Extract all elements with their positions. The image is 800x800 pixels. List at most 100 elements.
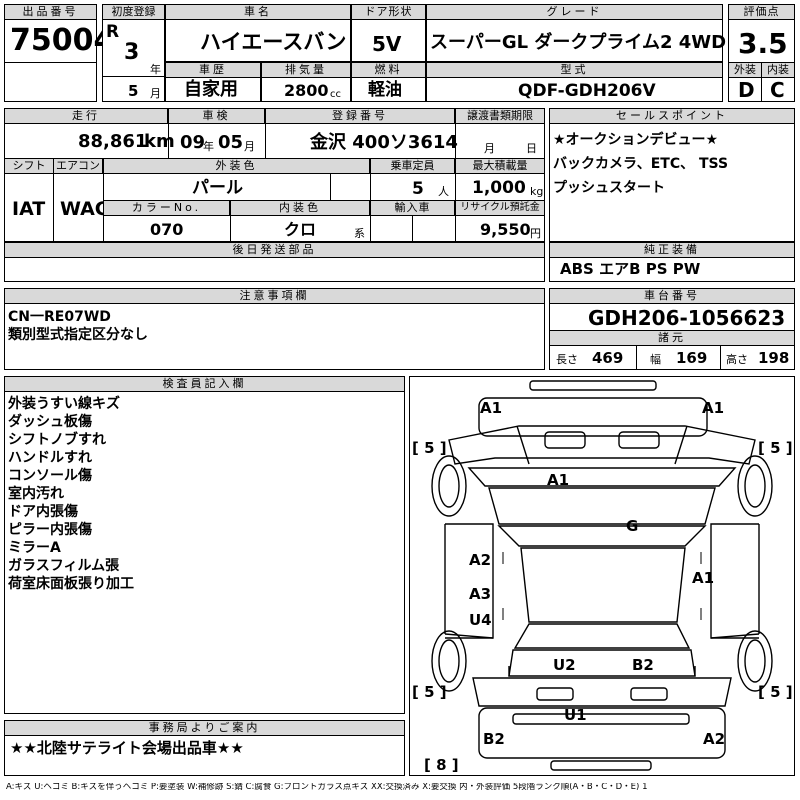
legend: A:キズ U:ヘコミ B:キズを伴うヘコミ P:要塗装 W:補修跡 S:錆 C:… xyxy=(6,783,648,792)
door-label: ドア形状 xyxy=(351,4,426,20)
door-type: 5V xyxy=(372,32,402,56)
damage-mark: A3 xyxy=(469,585,492,603)
sales-label: セールスポイント xyxy=(549,108,795,124)
damage-mark: B2 xyxy=(483,730,505,748)
inspector-line: ドア内張傷 xyxy=(8,504,78,520)
capacity-unit: 人 xyxy=(438,185,449,198)
damage-mark: U1 xyxy=(564,706,587,724)
score: 3.5 xyxy=(738,27,788,60)
year-unit: 年 xyxy=(150,63,161,76)
grade-label: グレード xyxy=(426,4,723,20)
score-label: 評価点 xyxy=(728,4,795,20)
sales-line: ★オークションデビュー★ xyxy=(553,132,719,148)
specs-label: 諸元 xyxy=(549,330,795,346)
int-grade-label: 内装 xyxy=(761,62,795,78)
color-no-label: カラーNo. xyxy=(103,200,230,216)
transfer-label: 譲渡書類期限 xyxy=(455,108,545,124)
color-no: 070 xyxy=(150,220,184,239)
inspector-line: シフトノブすれ xyxy=(8,432,106,448)
first-reg-year: 3 xyxy=(124,40,140,65)
damage-mark: A1 xyxy=(692,569,715,587)
ext-color: パール xyxy=(192,178,243,198)
transfer-month: 月 xyxy=(484,142,495,155)
disp-label: 排気量 xyxy=(261,62,351,78)
int-grade: C xyxy=(770,78,785,102)
inspector-line: ミラーA xyxy=(8,540,61,556)
disp-unit: cc xyxy=(330,89,341,100)
notes-label: 注意事項欄 xyxy=(4,288,545,304)
equipment-label: 純正装備 xyxy=(549,242,795,258)
row3-box xyxy=(4,108,545,242)
car-name: ハイエースバン xyxy=(200,30,347,54)
inspection-year: 09 xyxy=(180,132,206,153)
damage-mark: A2 xyxy=(469,551,492,569)
tire-mark: [ 8 ] xyxy=(424,756,459,774)
recycle-unit: 円 xyxy=(530,227,541,240)
transfer-day: 日 xyxy=(526,142,537,155)
insp-year-unit: 年 xyxy=(203,140,214,153)
damage-mark: A1 xyxy=(547,471,570,489)
inspector-line: ダッシュ板傷 xyxy=(8,414,92,430)
sales-line: バックカメラ、ETC、 TSS xyxy=(553,156,729,172)
tire-mark: [ 5 ] xyxy=(758,439,793,457)
model-label: 型式 xyxy=(426,62,723,78)
inspector-line: 外装うすい線キズ xyxy=(8,396,120,412)
first-reg-label: 初度登録 xyxy=(102,4,165,20)
inspection-label: 車検 xyxy=(168,108,265,124)
sales-box xyxy=(549,108,795,242)
fuel-label: 燃料 xyxy=(351,62,426,78)
office-label: 事務局よりご案内 xyxy=(4,720,405,736)
plate: 金沢 400ソ3614 xyxy=(310,132,458,153)
length-label: 長さ xyxy=(556,353,578,366)
displacement: 2800 xyxy=(284,81,329,100)
mileage: 88,861 xyxy=(78,131,148,152)
car-diagram xyxy=(431,380,773,771)
damage-mark: A1 xyxy=(480,399,503,417)
damage-mark: A1 xyxy=(702,399,725,417)
max-load: 1,000 xyxy=(472,178,526,198)
chassis-number: GDH206-1056623 xyxy=(588,306,786,330)
damage-mark: U4 xyxy=(469,611,492,629)
model: QDF-GDH206V xyxy=(518,81,656,101)
inspection-month: 05 xyxy=(218,132,244,153)
ac-label: エアコン xyxy=(53,158,103,174)
damage-mark: U2 xyxy=(553,656,576,674)
fuel: 軽油 xyxy=(368,80,402,100)
ext-grade: D xyxy=(738,78,755,102)
diagram-box xyxy=(409,376,795,776)
int-color: クロ xyxy=(284,220,317,239)
lot-box xyxy=(4,4,97,102)
damage-mark: A2 xyxy=(703,730,726,748)
max-load-label: 最大積載量 xyxy=(455,158,545,174)
inspector-line: コンソール傷 xyxy=(8,468,92,484)
plate-label: 登録番号 xyxy=(265,108,455,124)
inspector-line: ピラー内張傷 xyxy=(8,522,92,538)
tire-mark: [ 5 ] xyxy=(412,439,447,457)
first-reg-month: 5 xyxy=(128,82,139,100)
office-message: ★★北陸サテライト会場出品車★★ xyxy=(10,739,244,757)
history-label: 車歴 xyxy=(165,62,261,78)
first-reg-box xyxy=(102,4,165,102)
sales-line: プッシュスタート xyxy=(553,180,665,196)
width: 169 xyxy=(676,349,708,367)
height: 198 xyxy=(758,349,790,367)
int-color-label: 内装色 xyxy=(230,200,370,216)
history: 自家用 xyxy=(184,79,238,100)
first-reg-era: R xyxy=(106,22,120,42)
chassis-label: 車台番号 xyxy=(549,288,795,304)
recycle: 9,550 xyxy=(480,220,531,239)
ac: WAC xyxy=(60,198,109,220)
import-label: 輸入車 xyxy=(370,200,455,216)
mileage-label: 走行 xyxy=(4,108,168,124)
car-name-label: 車名 xyxy=(165,4,351,20)
width-label: 幅 xyxy=(650,353,661,366)
max-load-unit: kg xyxy=(530,185,544,198)
notes-line: 類別型式指定区分なし xyxy=(8,327,148,343)
damage-mark: G xyxy=(626,517,639,535)
tire-mark: [ 5 ] xyxy=(412,683,447,701)
capacity-label: 乗車定員 xyxy=(370,158,455,174)
length: 469 xyxy=(592,349,624,367)
inspector-line: ハンドルすれ xyxy=(8,450,92,466)
int-color-suffix: 系 xyxy=(354,227,365,240)
later-parts-label: 後日発送部品 xyxy=(4,242,545,258)
